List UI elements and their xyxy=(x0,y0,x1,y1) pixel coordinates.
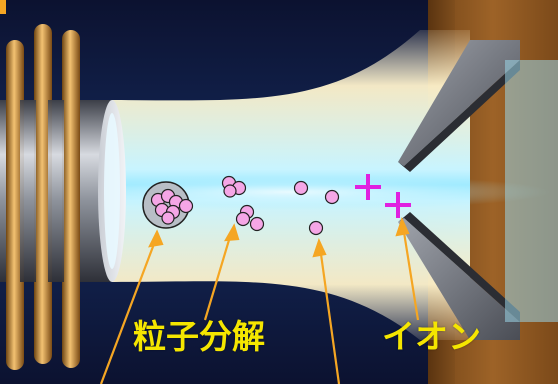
label-particle-decomposition: 粒子分解 xyxy=(133,317,265,356)
corner-mark xyxy=(0,0,6,14)
label-ion: イオン xyxy=(382,317,481,356)
arrow-ion xyxy=(401,225,420,321)
arrows xyxy=(99,217,420,384)
plus-icon xyxy=(355,174,411,218)
particle-group-1 xyxy=(221,175,247,198)
arrow-atoms xyxy=(318,246,341,384)
particle-group-2 xyxy=(235,204,265,232)
atoms xyxy=(293,180,340,236)
arrow-decomposition xyxy=(203,229,234,321)
coil xyxy=(6,24,80,370)
particle-cluster xyxy=(150,188,194,225)
arrow-droplet xyxy=(99,235,159,384)
sampling-cone xyxy=(398,40,558,340)
